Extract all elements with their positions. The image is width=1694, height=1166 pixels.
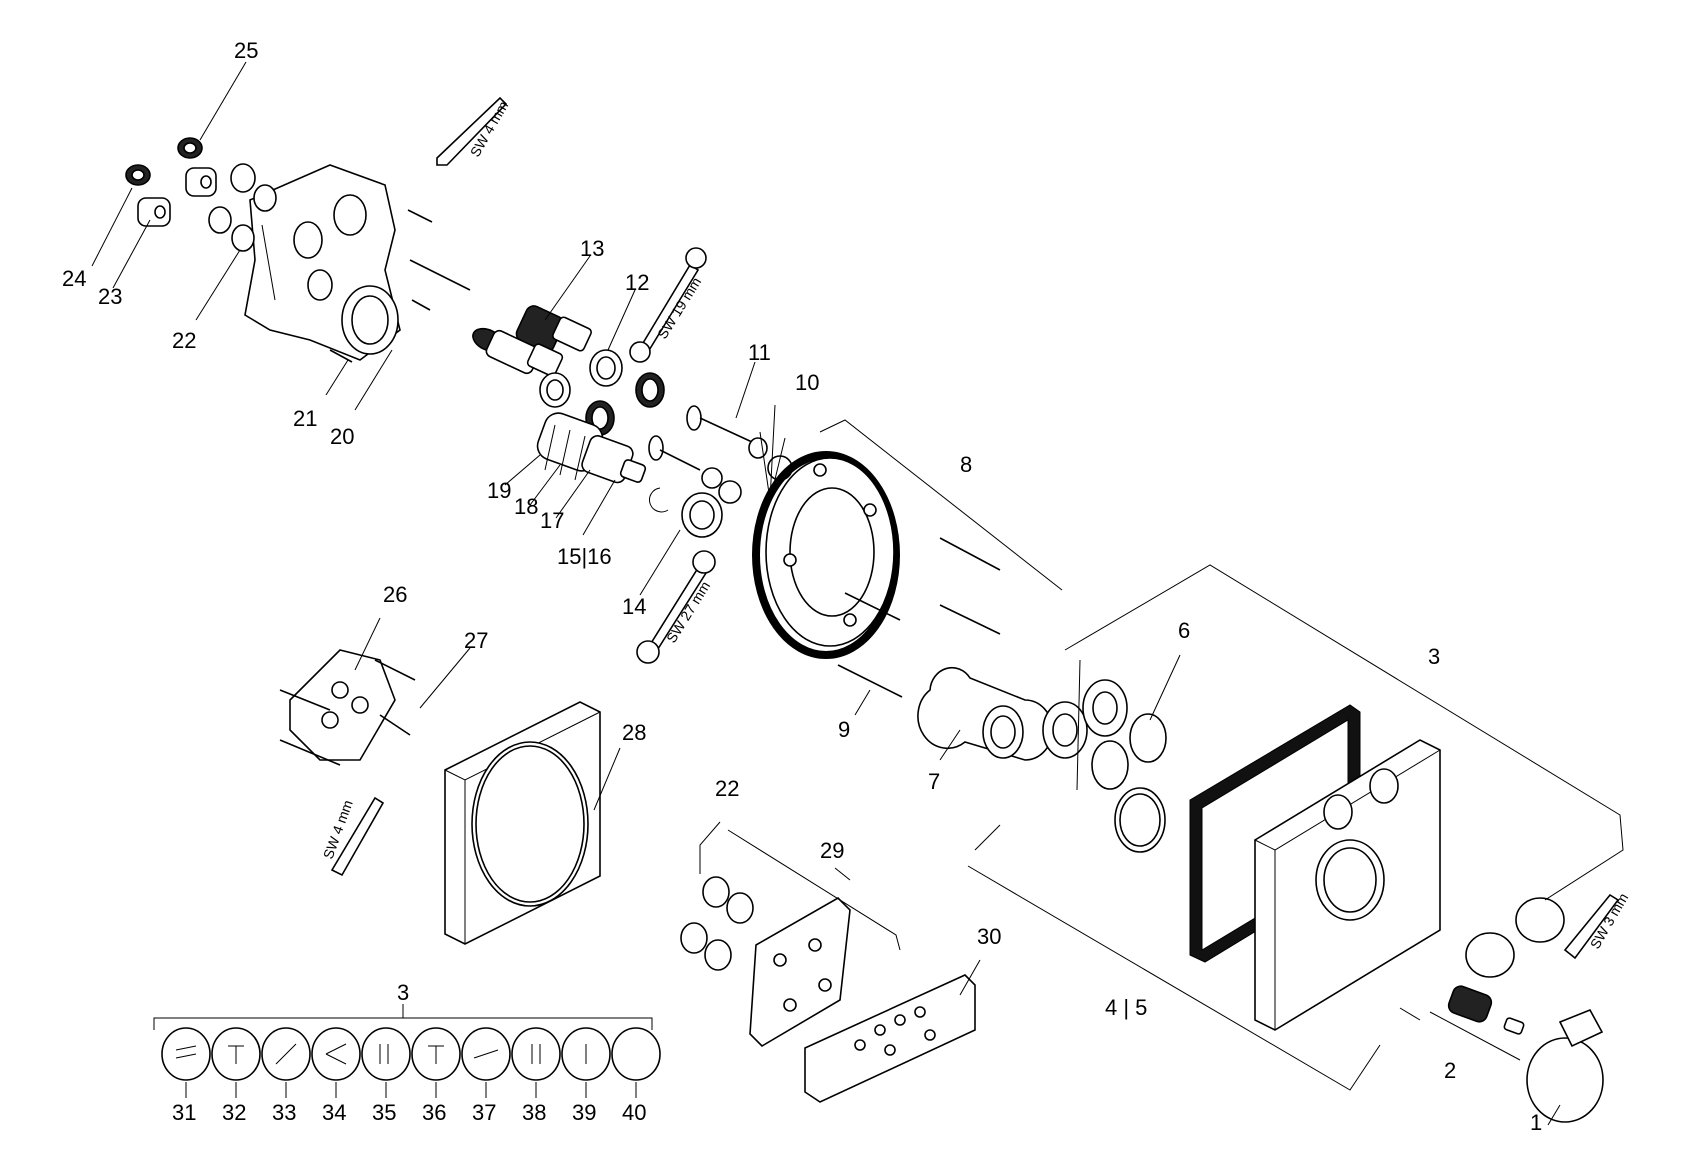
bushing-12 xyxy=(539,349,623,408)
knob-33 xyxy=(261,1027,311,1081)
cap-25 xyxy=(177,137,217,197)
label-22-bottom: 22 xyxy=(715,776,739,801)
trim-plate-5 xyxy=(1254,739,1441,1031)
label-4-5: 4 | 5 xyxy=(1105,995,1147,1020)
fixing-adapter-26 xyxy=(279,649,416,766)
label-28: 28 xyxy=(622,720,646,745)
label-32: 32 xyxy=(222,1100,246,1125)
wrench-sw19: SW 19 mm xyxy=(629,247,707,363)
mounting-ring-8 xyxy=(752,451,900,659)
knob-35 xyxy=(361,1027,411,1081)
label-3-bottom: 3 xyxy=(397,980,409,1005)
handle-1 xyxy=(1526,1008,1604,1123)
knob-row xyxy=(161,1027,661,1081)
label-26: 26 xyxy=(383,582,407,607)
label-13: 13 xyxy=(580,236,604,261)
label-18: 18 xyxy=(514,494,538,519)
clip-and-nut-14 xyxy=(649,487,723,538)
hex-key-sw4-top: SW 4 mm xyxy=(436,96,511,166)
o-rings-22-top xyxy=(208,163,277,252)
label-12: 12 xyxy=(625,270,649,295)
label-8: 8 xyxy=(960,452,972,477)
label-33: 33 xyxy=(272,1100,296,1125)
hex-key-sw3: SW 3 mm xyxy=(1563,890,1631,960)
wrench-sw27: SW 27 mm xyxy=(636,550,716,664)
label-30: 30 xyxy=(977,924,1001,949)
label-36: 36 xyxy=(422,1100,446,1125)
label-6: 6 xyxy=(1178,618,1190,643)
installation-box-30 xyxy=(804,974,976,1103)
screws-21 xyxy=(329,209,471,363)
knob-39 xyxy=(561,1027,611,1081)
cartridge-17-18-19 xyxy=(536,412,647,484)
cap-24 xyxy=(125,164,151,186)
label-31: 31 xyxy=(172,1100,196,1125)
label-20: 20 xyxy=(330,424,354,449)
label-40: 40 xyxy=(622,1100,646,1125)
leader-lines xyxy=(91,61,1624,1126)
box-7 xyxy=(917,666,1054,761)
label-24: 24 xyxy=(62,266,86,291)
label-23: 23 xyxy=(98,284,122,309)
knob-38 xyxy=(511,1027,561,1081)
knob-34 xyxy=(311,1027,361,1081)
label-29: 29 xyxy=(820,838,844,863)
label-38: 38 xyxy=(522,1100,546,1125)
mounting-plate-29 xyxy=(749,897,851,1048)
knob-31 xyxy=(161,1027,211,1081)
label-22-top: 22 xyxy=(172,328,196,353)
frame-28 xyxy=(444,701,601,945)
label-9: 9 xyxy=(838,717,850,742)
adapters-6 xyxy=(1042,679,1167,853)
label-34: 34 xyxy=(322,1100,346,1125)
label-17: 17 xyxy=(540,508,564,533)
knob-leaders xyxy=(185,1082,637,1098)
label-15-16: 15|16 xyxy=(557,544,612,569)
label-7: 7 xyxy=(928,769,940,794)
part-labels: 25 24 23 22 21 20 13 12 11 10 19 18 17 1… xyxy=(62,38,1542,1135)
label-37: 37 xyxy=(472,1100,496,1125)
knob-37 xyxy=(461,1027,511,1081)
valve-body-20 xyxy=(244,164,401,361)
knob-3-right xyxy=(1465,897,1565,978)
label-27: 27 xyxy=(464,628,488,653)
label-14: 14 xyxy=(622,594,646,619)
label-39: 39 xyxy=(572,1100,596,1125)
spindle-extension-2 xyxy=(1447,985,1525,1035)
label-25: 25 xyxy=(234,38,258,63)
knob-32 xyxy=(211,1027,261,1081)
o-rings-22-bottom xyxy=(680,876,754,971)
label-10: 10 xyxy=(795,370,819,395)
label-21: 21 xyxy=(293,406,317,431)
knob-40 xyxy=(611,1027,661,1081)
label-35: 35 xyxy=(372,1100,396,1125)
label-11: 11 xyxy=(748,340,771,365)
cartridge-13 xyxy=(472,305,592,377)
screws-8-9 xyxy=(837,537,1001,698)
knob-36 xyxy=(411,1027,461,1081)
label-3-right: 3 xyxy=(1428,644,1440,669)
plug-23 xyxy=(137,197,171,227)
label-2: 2 xyxy=(1444,1058,1456,1083)
hex-key-sw4-left: SW 4 mm xyxy=(320,796,385,877)
label-1: 1 xyxy=(1530,1110,1542,1135)
label-19: 19 xyxy=(487,478,511,503)
